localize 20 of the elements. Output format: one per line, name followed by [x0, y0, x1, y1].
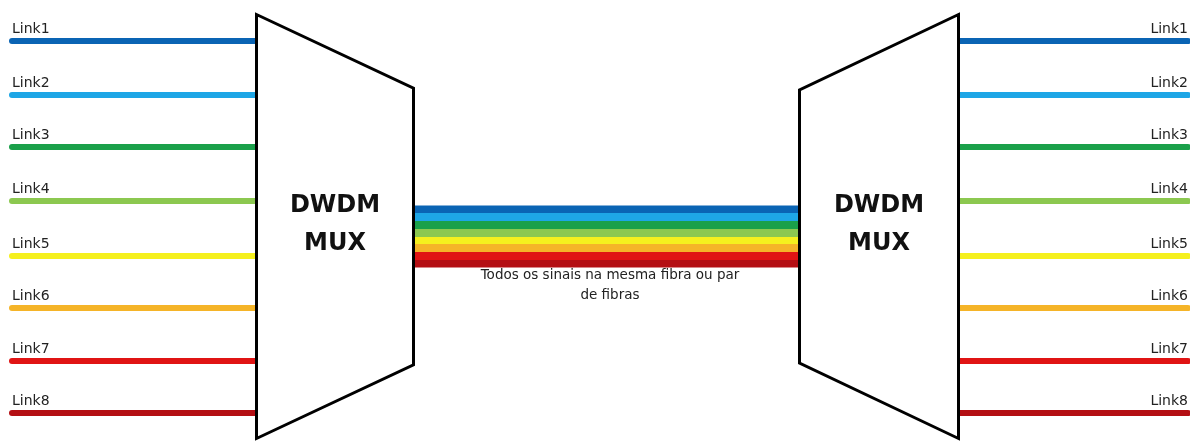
link-label: Link1: [1150, 20, 1188, 36]
link-label: Link6: [12, 287, 50, 303]
link-label: Link5: [1150, 235, 1188, 251]
link-label: Link2: [1150, 74, 1188, 90]
link-label: Link4: [12, 180, 50, 196]
link-label: Link5: [12, 235, 50, 251]
link-label: Link6: [1150, 287, 1188, 303]
link-label: Link2: [12, 74, 50, 90]
link-label: Link8: [12, 392, 50, 408]
link-label: Link7: [12, 340, 50, 356]
link-label: Link3: [1150, 126, 1188, 142]
fiber-note: Todos os sinais na mesma fibra ou par de fibras: [480, 265, 740, 304]
link-label: Link1: [12, 20, 50, 36]
fiber-bundle: [415, 205, 798, 268]
link-label: Link3: [12, 126, 50, 142]
link-label: Link8: [1150, 392, 1188, 408]
link-label: Link4: [1150, 180, 1188, 196]
multiplexer-label: DWDM MUX: [288, 188, 382, 258]
multiplexer-label: DWDM MUX: [832, 188, 926, 258]
link-label: Link7: [1150, 340, 1188, 356]
